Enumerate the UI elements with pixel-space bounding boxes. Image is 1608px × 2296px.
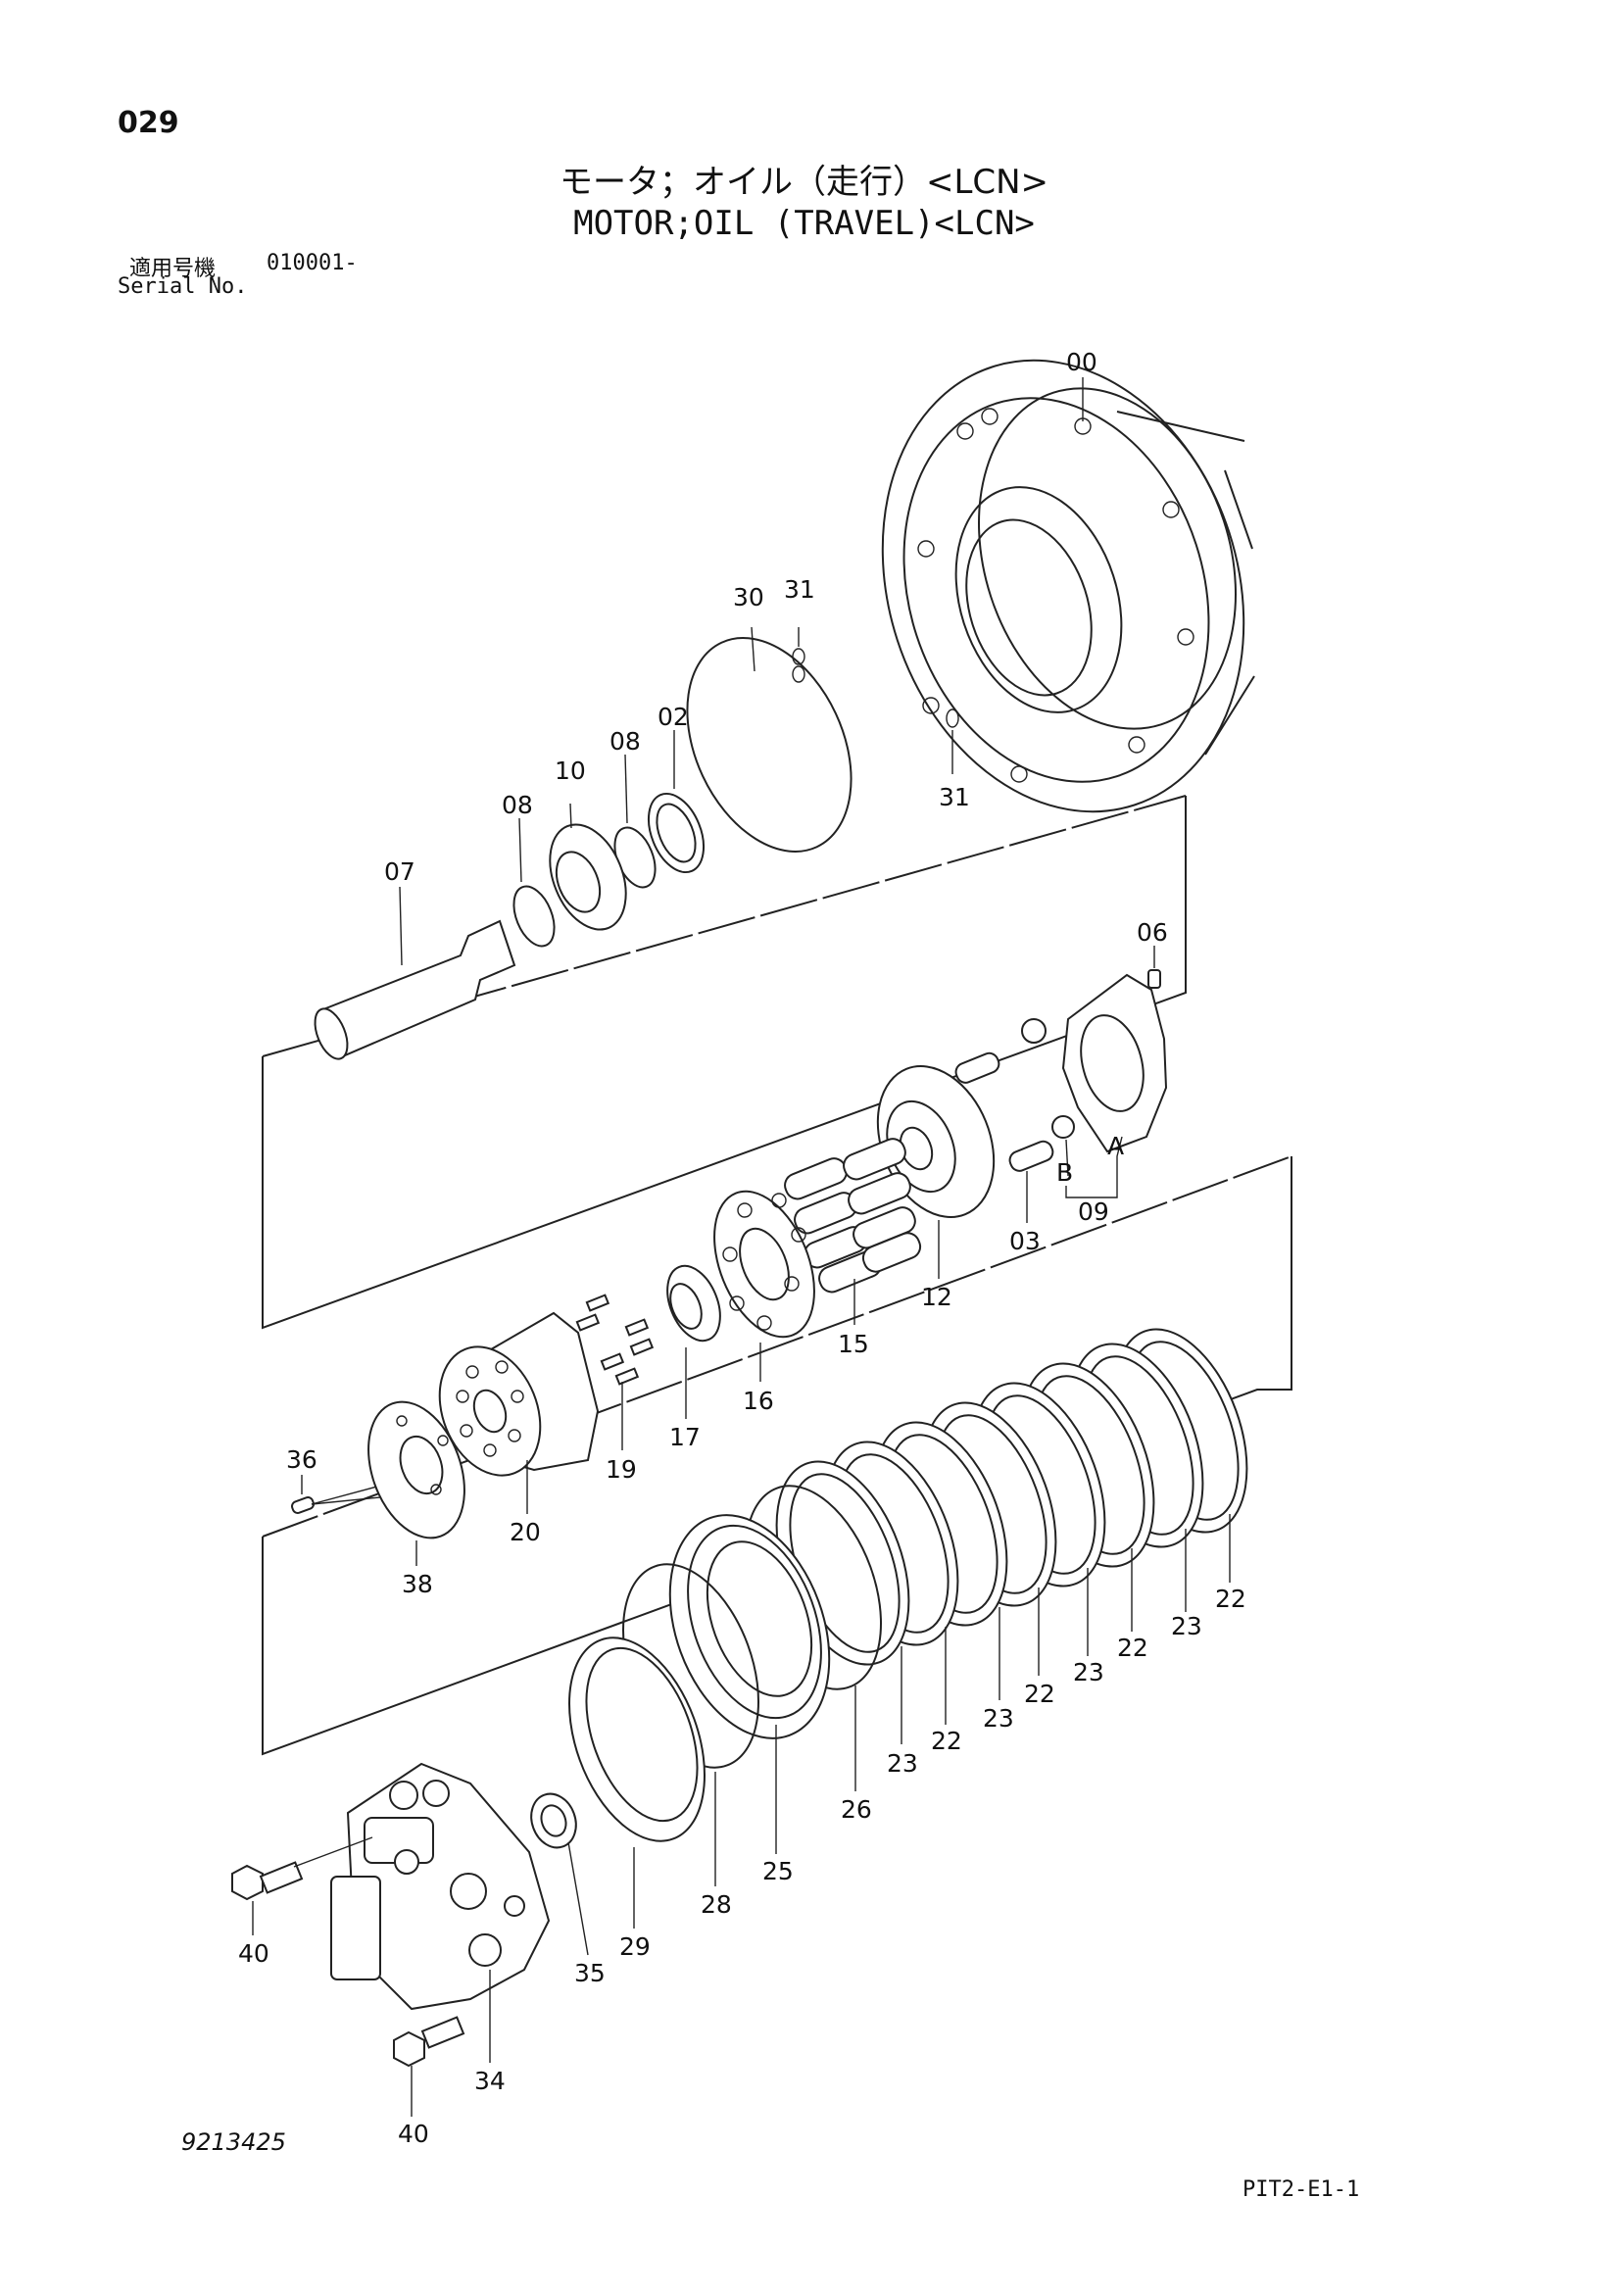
- callout-22-1: 22: [1215, 1585, 1246, 1613]
- callout-31-top: 31: [784, 575, 815, 604]
- callout-06: 06: [1137, 918, 1168, 947]
- callout-40-top: 40: [238, 1939, 269, 1968]
- callout-23-1: 23: [1171, 1612, 1202, 1640]
- reference-code: PIT2-E1-1: [1243, 2177, 1360, 2202]
- callout-A: A: [1107, 1132, 1124, 1160]
- serial-value: 010001-: [267, 251, 358, 275]
- callout-02: 02: [658, 703, 689, 731]
- friction-plate-stack: [775, 1328, 1248, 1744]
- callout-00: 00: [1066, 348, 1097, 376]
- o-ring-part: [792, 627, 959, 774]
- end-cover-part: [330, 1762, 551, 2063]
- brake-o-ring-part: [568, 1563, 759, 1929]
- spring-part: [575, 1294, 655, 1450]
- serial-label-english: Serial No.: [118, 274, 248, 299]
- callout-labels: 00 31 30 31 02 08 10 08 07 06 A B 09 03 …: [238, 348, 1246, 2148]
- pin-part: [1147, 946, 1161, 989]
- callout-26: 26: [841, 1795, 872, 1824]
- callout-23-4: 23: [887, 1749, 918, 1778]
- callout-29: 29: [619, 1932, 651, 1961]
- page-title-japanese: モータ；オイル（走行）<LCN>: [559, 163, 1049, 202]
- piston-assembly-part: [784, 1138, 922, 1325]
- callout-31-housing: 31: [939, 783, 970, 811]
- callout-34: 34: [474, 2067, 506, 2095]
- callout-03: 03: [1009, 1227, 1041, 1255]
- callout-17: 17: [669, 1423, 701, 1451]
- callout-08-right: 08: [609, 727, 641, 756]
- brake-plate-part: [367, 1400, 465, 1566]
- page-number: 029: [118, 106, 179, 140]
- callout-20: 20: [510, 1518, 541, 1546]
- callout-36: 36: [286, 1445, 317, 1474]
- callout-22-2: 22: [1117, 1634, 1148, 1662]
- callout-35: 35: [574, 1959, 606, 1987]
- callout-15: 15: [838, 1330, 869, 1358]
- bolt-part: [231, 1836, 465, 2117]
- callout-16: 16: [743, 1387, 774, 1415]
- brake-piston-part: [668, 1514, 831, 1854]
- shaft-part: [314, 886, 516, 1060]
- seal-ring-part: [647, 730, 706, 874]
- callout-40-bottom: 40: [398, 2120, 429, 2148]
- callout-07: 07: [384, 857, 415, 886]
- valve-plate-part: [1021, 973, 1168, 1198]
- callout-23-2: 23: [1073, 1658, 1104, 1686]
- dowel-pin-part: [954, 1051, 1054, 1223]
- callout-22-3: 22: [1024, 1680, 1055, 1708]
- housing-part: [881, 359, 1255, 813]
- retainer-plate-part: [713, 1190, 815, 1382]
- callout-10: 10: [555, 757, 586, 785]
- callout-23-3: 23: [983, 1704, 1014, 1733]
- page-title-english: MOTOR;OIL (TRAVEL)<LCN>: [573, 204, 1035, 243]
- serial-label-japanese: 適用号機: [129, 257, 217, 281]
- large-o-ring-part: [686, 626, 853, 853]
- callout-B: B: [1056, 1158, 1073, 1187]
- callout-25: 25: [762, 1857, 794, 1885]
- callout-28: 28: [701, 1890, 732, 1919]
- callout-30: 30: [733, 583, 764, 611]
- callout-12: 12: [921, 1283, 952, 1311]
- spherical-bushing-part: [666, 1264, 721, 1419]
- bearing-part: [549, 803, 627, 931]
- needle-bearing-part: [530, 1792, 589, 1956]
- callout-38: 38: [402, 1570, 433, 1598]
- callout-09: 09: [1078, 1197, 1109, 1226]
- callout-08-left: 08: [502, 791, 533, 819]
- cylinder-block-part: [438, 1311, 600, 1514]
- document-number: 9213425: [181, 2128, 286, 2156]
- callout-19: 19: [606, 1455, 637, 1484]
- callout-22-4: 22: [931, 1727, 962, 1755]
